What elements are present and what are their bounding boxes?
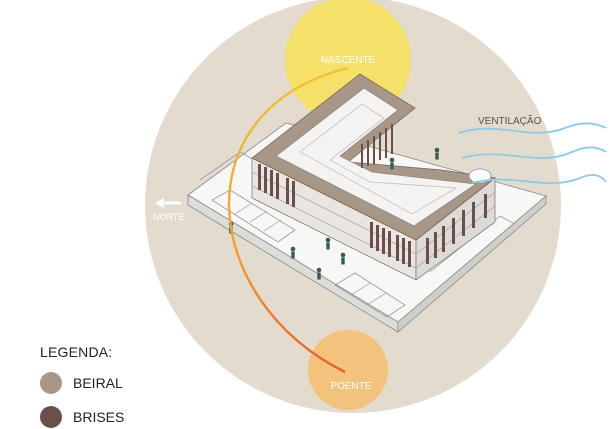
legend-item-brises: BRISES (40, 406, 124, 428)
person (434, 147, 440, 160)
legend: LEGENDA: BEIRAL BRISES (40, 344, 124, 428)
sunset-label: POENTE (330, 381, 371, 392)
sun-path-arc (227, 66, 349, 374)
ventilation-waves (457, 122, 607, 185)
north-arrow (155, 198, 181, 208)
courtyard-columns (361, 124, 393, 168)
north-label: NORTE (153, 212, 184, 222)
person (290, 246, 296, 259)
person (340, 252, 346, 265)
legend-label-brises: BRISES (73, 409, 125, 425)
brises (258, 164, 487, 267)
ventilation-label: VENTILAÇÃO (478, 114, 542, 127)
legend-title: LEGENDA: (40, 344, 113, 360)
people (228, 147, 440, 280)
legend-item-beiral: BEIRAL (40, 372, 124, 394)
brises-swatch (40, 406, 62, 428)
person (316, 267, 322, 280)
sunset-sun (308, 330, 388, 410)
legend-label-beiral: BEIRAL (73, 375, 123, 391)
roof-top (275, 87, 478, 227)
person (389, 157, 395, 170)
beiral-swatch (40, 372, 62, 394)
person (325, 237, 331, 250)
skylight (468, 168, 492, 184)
sunrise-label: NASCENTE (321, 55, 376, 66)
